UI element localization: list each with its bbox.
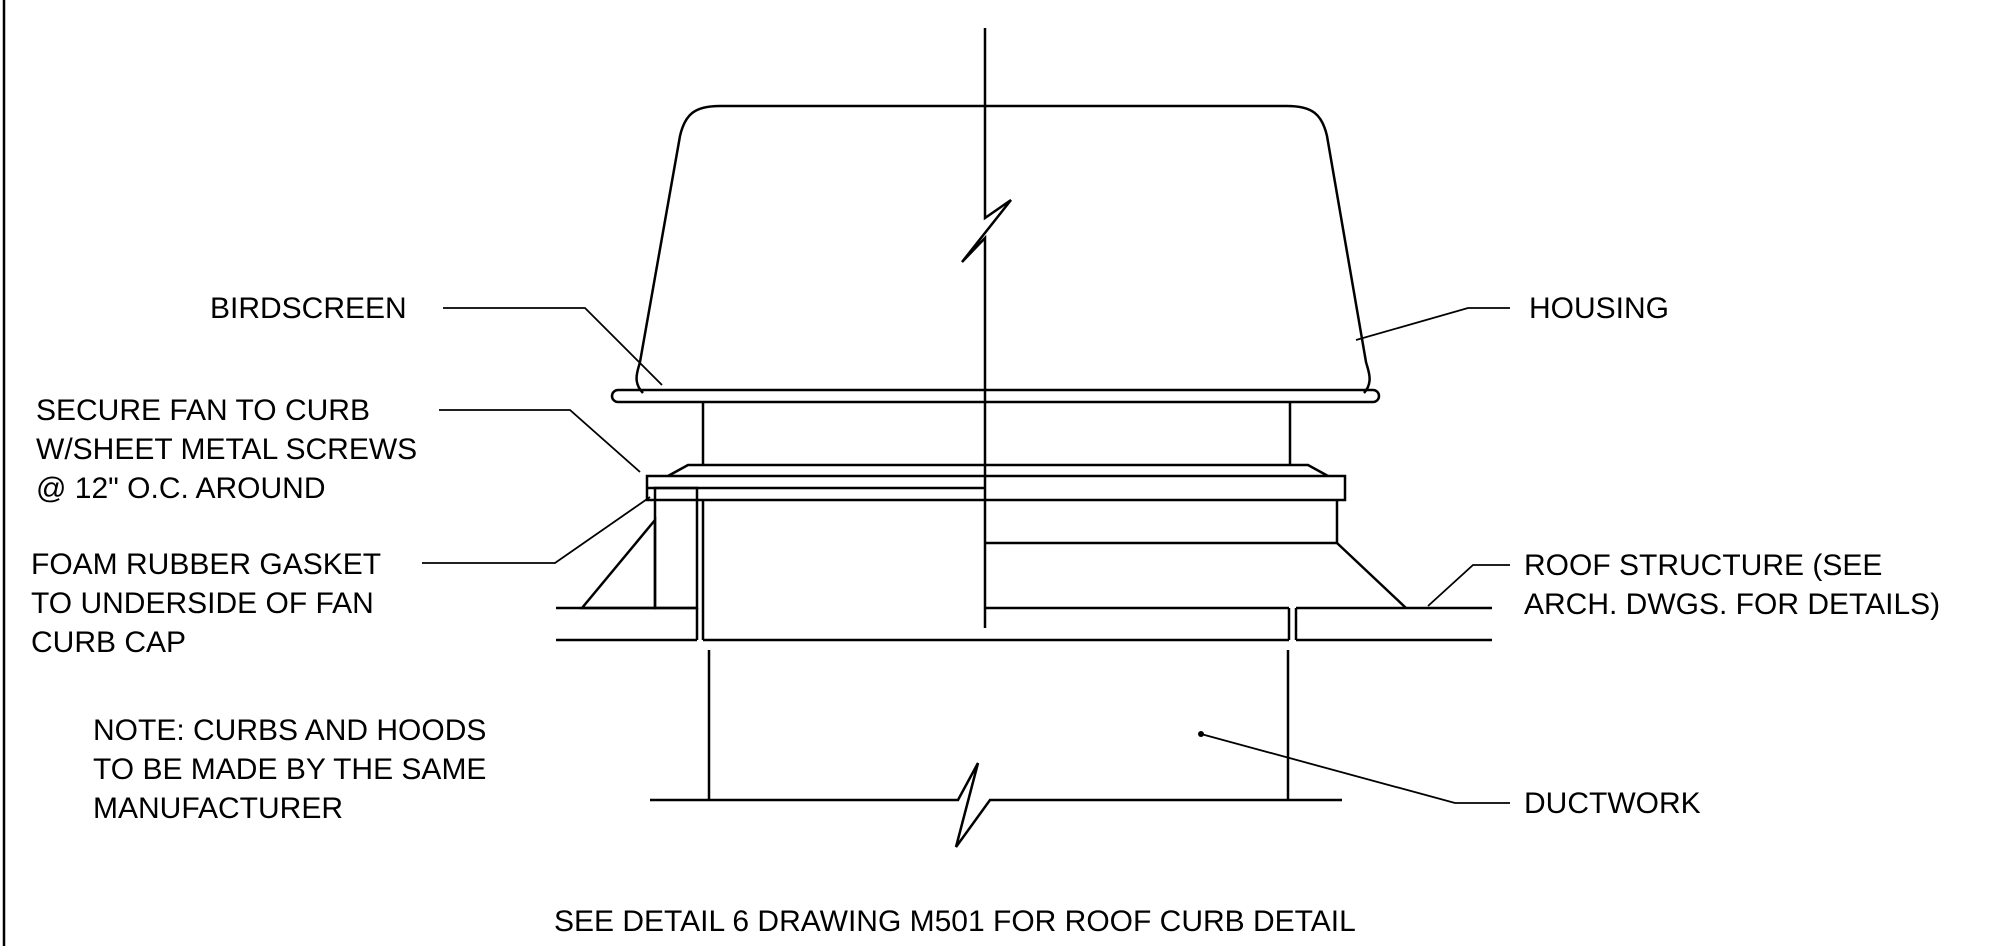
label-roof-structure-line-2: ARCH. DWGS. FOR DETAILS) [1524, 588, 1940, 621]
label-foam-gasket-line-2: TO UNDERSIDE OF FAN [31, 587, 374, 620]
foam-rubber-gasket [653, 486, 699, 610]
label-secure-fan-line-1: SECURE FAN TO CURB [36, 394, 370, 427]
fan-housing [635, 104, 1371, 394]
label-foam-gasket-line-3: CURB CAP [31, 626, 186, 659]
note-line-2: TO BE MADE BY THE SAME [93, 753, 486, 786]
leader-roof-structure [1427, 564, 1510, 607]
label-foam-gasket-line-1: FOAM RUBBER GASKET [31, 548, 381, 581]
leader-foam-gasket [422, 496, 651, 564]
label-secure-fan-line-2: W/SHEET METAL SCREWS [36, 433, 417, 466]
note-line-1: NOTE: CURBS AND HOODS [93, 714, 486, 747]
leader-ductwork-dot [1198, 731, 1204, 737]
cant-strip [579, 516, 657, 610]
leader-housing [1355, 307, 1510, 341]
label-housing: HOUSING [1529, 292, 1669, 325]
leader-secure-fan [439, 409, 641, 473]
label-roof-structure-line-1: ROOF STRUCTURE (SEE [1524, 549, 1882, 582]
cant-strip-right [1336, 542, 1407, 609]
leader-birdscreen [443, 307, 663, 386]
label-birdscreen: BIRDSCREEN [210, 292, 407, 325]
fan-base [667, 463, 1329, 478]
birdscreen-lip [610, 388, 1381, 404]
duct-break-line [650, 762, 1342, 848]
label-ductwork: DUCTWORK [1524, 787, 1701, 820]
centerline [961, 28, 1012, 628]
note-line-3: MANUFACTURER [93, 792, 343, 825]
leader-ductwork [1200, 733, 1510, 804]
footer-reference: SEE DETAIL 6 DRAWING M501 FOR ROOF CURB … [554, 905, 1356, 938]
label-secure-fan-line-3: @ 12" O.C. AROUND [36, 472, 326, 505]
